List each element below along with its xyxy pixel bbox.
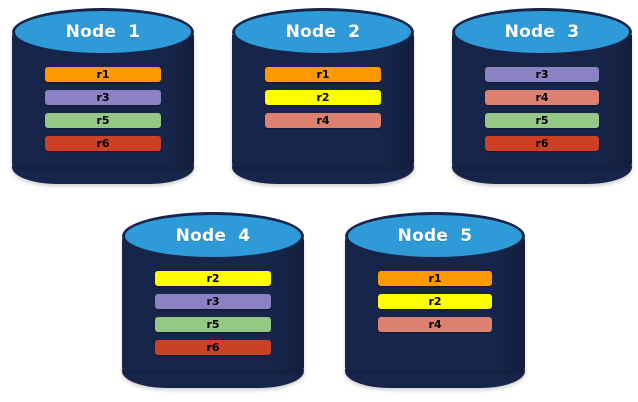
database-node-1[interactable]: Node 1 r1 r3 r5 r6 [12, 8, 194, 184]
record-label: r6 [96, 137, 110, 150]
cylinder-top-2[interactable]: Node 2 [232, 8, 414, 56]
node-title: Node 2 [285, 22, 361, 42]
record-label: r5 [206, 318, 220, 331]
record-list: r1 r2 r4 [345, 271, 525, 332]
cylinder-top-3[interactable]: Node 3 [452, 8, 632, 56]
record-bar-r3[interactable]: r3 [485, 67, 599, 82]
record-bar-r5[interactable]: r5 [45, 113, 161, 128]
record-list: r3 r4 r5 r6 [452, 67, 632, 151]
record-bar-r1[interactable]: r1 [45, 67, 161, 82]
record-bar-r3[interactable]: r3 [155, 294, 271, 309]
record-bar-r1[interactable]: r1 [265, 67, 381, 82]
record-label: r4 [428, 318, 442, 331]
record-bar-r6[interactable]: r6 [45, 136, 161, 151]
database-node-3[interactable]: Node 3 r3 r4 r5 r6 [452, 8, 632, 184]
database-node-4[interactable]: Node 4 r2 r3 r5 r6 [122, 212, 304, 388]
record-label: r3 [96, 91, 110, 104]
record-label: r3 [206, 295, 220, 308]
record-label: r5 [535, 114, 549, 127]
record-bar-r2[interactable]: r2 [378, 294, 492, 309]
record-list: r1 r2 r4 [232, 67, 414, 128]
record-bar-r2[interactable]: r2 [265, 90, 381, 105]
record-label: r1 [428, 272, 442, 285]
cylinder-top-1[interactable]: Node 1 [12, 8, 194, 56]
cylinder-top-5[interactable]: Node 5 [345, 212, 525, 260]
node-title: Node 5 [397, 226, 473, 246]
node-title: Node 4 [175, 226, 251, 246]
record-bar-r3[interactable]: r3 [45, 90, 161, 105]
record-bar-r5[interactable]: r5 [485, 113, 599, 128]
record-label: r1 [316, 68, 330, 81]
record-bar-r4[interactable]: r4 [485, 90, 599, 105]
record-label: r5 [96, 114, 110, 127]
record-label: r6 [206, 341, 220, 354]
node-title: Node 3 [504, 22, 580, 42]
record-bar-r2[interactable]: r2 [155, 271, 271, 286]
record-bar-r1[interactable]: r1 [378, 271, 492, 286]
record-label: r6 [535, 137, 549, 150]
record-list: r2 r3 r5 r6 [122, 271, 304, 355]
record-label: r2 [316, 91, 330, 104]
record-bar-r4[interactable]: r4 [378, 317, 492, 332]
node-title: Node 1 [65, 22, 141, 42]
record-bar-r5[interactable]: r5 [155, 317, 271, 332]
database-node-2[interactable]: Node 2 r1 r2 r4 [232, 8, 414, 184]
record-label: r4 [316, 114, 330, 127]
record-bar-r6[interactable]: r6 [155, 340, 271, 355]
record-label: r3 [535, 68, 549, 81]
record-list: r1 r3 r5 r6 [12, 67, 194, 151]
record-label: r2 [206, 272, 220, 285]
record-label: r4 [535, 91, 549, 104]
record-bar-r4[interactable]: r4 [265, 113, 381, 128]
record-bar-r6[interactable]: r6 [485, 136, 599, 151]
record-label: r1 [96, 68, 110, 81]
cylinder-top-4[interactable]: Node 4 [122, 212, 304, 260]
database-node-5[interactable]: Node 5 r1 r2 r4 [345, 212, 525, 388]
record-label: r2 [428, 295, 442, 308]
